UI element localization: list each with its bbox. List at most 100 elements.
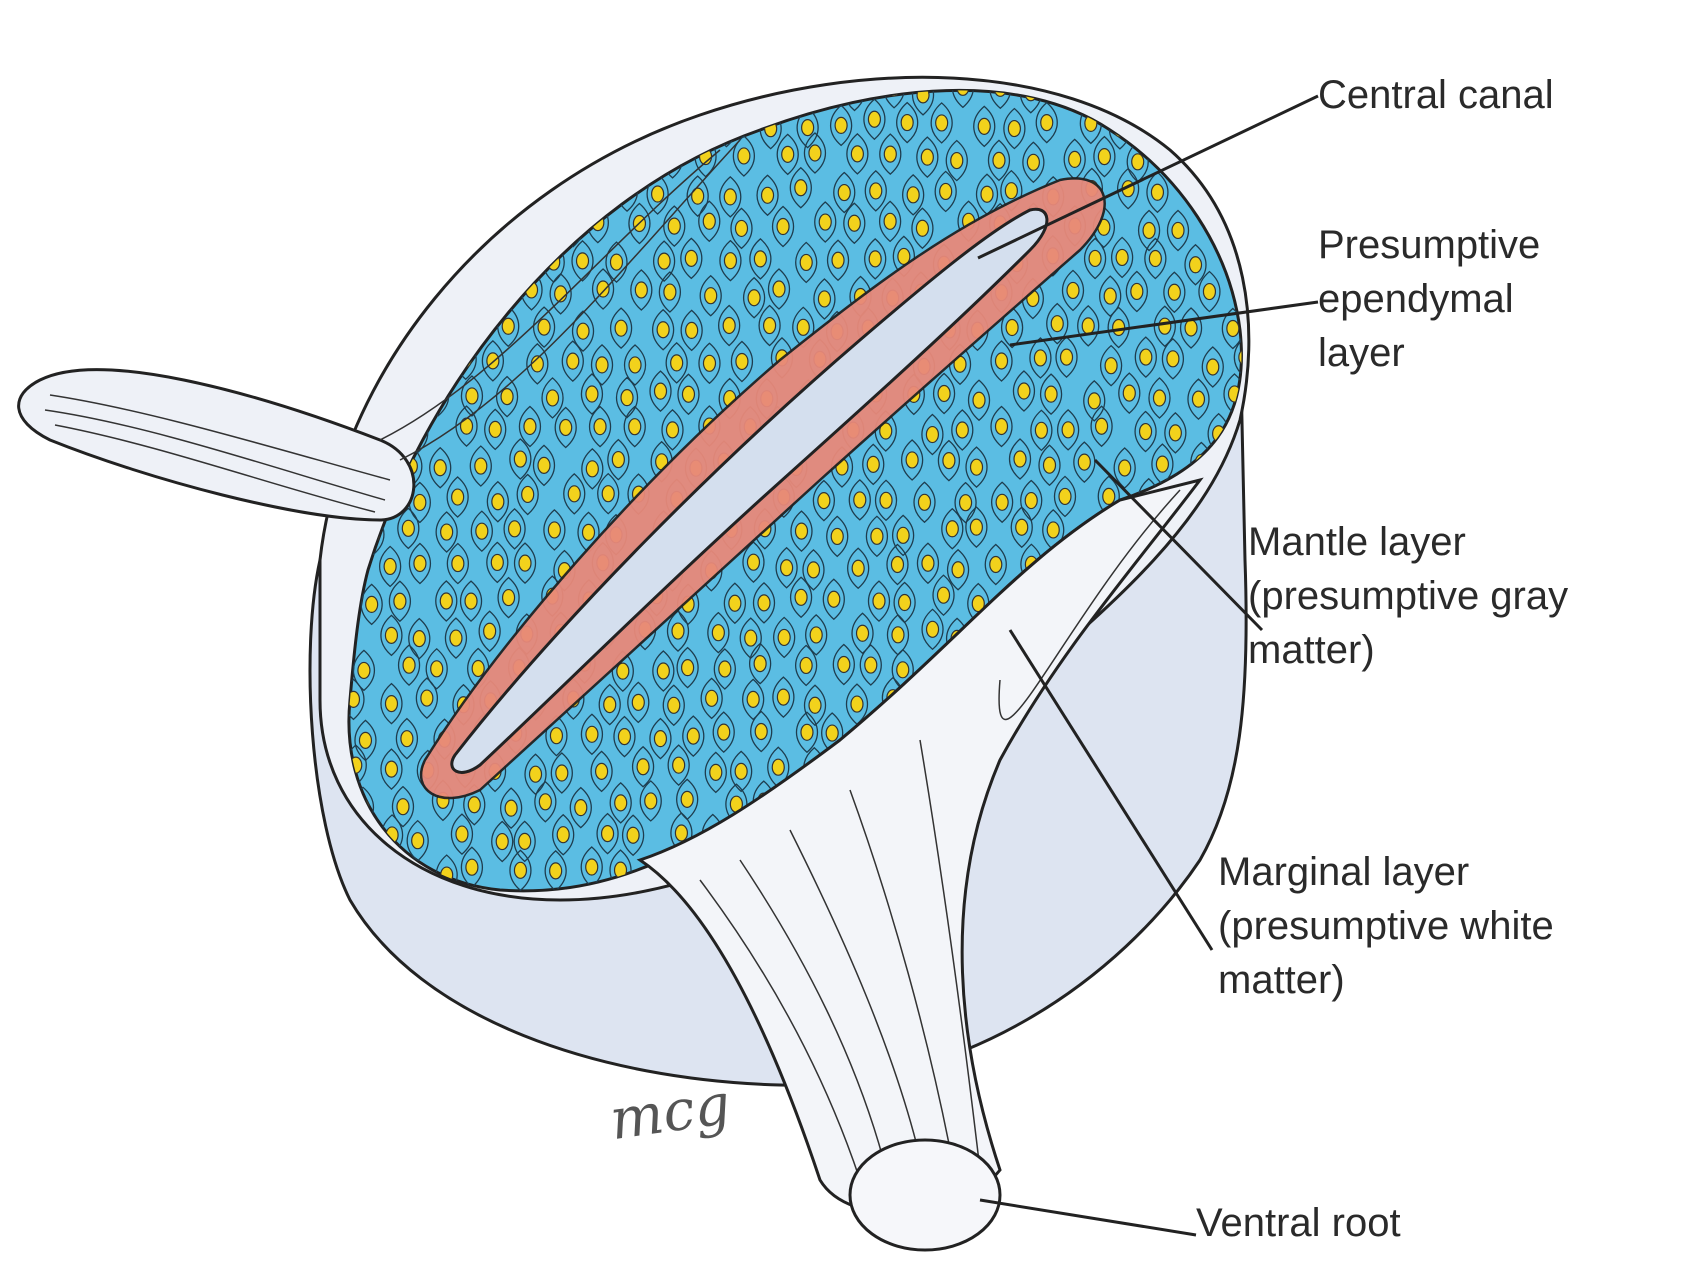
cell-nucleus [1239, 828, 1242, 847]
neuroepithelial-cell [504, 171, 528, 213]
neuroepithelial-cell [1184, 243, 1207, 286]
cell-nucleus [951, 561, 965, 579]
cell-nucleus [348, 90, 359, 100]
cell-nucleus [680, 790, 694, 808]
cell-nucleus [711, 624, 725, 642]
dorsal-root-bundle [17, 139, 741, 522]
neuroepithelial-cell [730, 207, 753, 250]
neuroepithelial-cell [1107, 306, 1130, 349]
neuroepithelial-cell [552, 813, 575, 856]
neuroepithelial-cell [517, 90, 540, 114]
ventral-root-bundle [636, 477, 1204, 1252]
cell-nucleus [523, 417, 537, 436]
neuroepithelial-cell [865, 515, 889, 558]
neuroepithelial-cell [658, 271, 682, 313]
cell-nucleus [504, 799, 518, 817]
cell-nucleus [734, 762, 748, 780]
cell-nucleus [428, 114, 442, 132]
cell-nucleus [684, 249, 698, 267]
neuroepithelial-cell [372, 207, 396, 250]
cell-nucleus [451, 554, 465, 573]
cell-nucleus [455, 825, 469, 843]
cell-nucleus [834, 116, 848, 135]
cell-nucleus [1172, 90, 1186, 96]
cell-nucleus [1087, 392, 1101, 410]
neuroepithelial-cell [1125, 270, 1148, 313]
neuroepithelial-cell [1061, 269, 1085, 312]
cell-nucleus [772, 280, 786, 298]
neuroepithelial-cell [789, 166, 812, 209]
neuroepithelial-cell [395, 243, 419, 286]
neuroepithelial-cell [592, 90, 615, 109]
cell-nucleus [779, 559, 794, 577]
cell-nucleus [400, 256, 414, 274]
neuroepithelial-cell [878, 200, 902, 243]
neuroepithelial-cell [526, 343, 549, 385]
neuroepithelial-cell [469, 445, 492, 487]
cell-nucleus [969, 458, 984, 476]
neuroepithelial-cell [916, 542, 940, 585]
neuroepithelial-cell [682, 715, 705, 757]
cell-nucleus [1088, 249, 1102, 268]
neuroepithelial-cell [639, 780, 662, 822]
neuroepithelial-cell [1099, 275, 1122, 317]
cell-nucleus [702, 212, 716, 230]
cell-nucleus [656, 662, 670, 680]
cell-nucleus [1066, 281, 1080, 300]
neuroepithelial-cell [357, 169, 380, 212]
neuroepithelial-cell [1246, 749, 1267, 789]
neuroepithelial-cell [486, 480, 509, 523]
cell-nucleus [635, 90, 649, 96]
cell-nucleus [837, 655, 851, 674]
neuroepithelial-cell [348, 133, 357, 176]
cell-nucleus [850, 695, 864, 713]
label-ventral-root: Ventral root [1196, 1196, 1401, 1250]
cell-nucleus [593, 418, 607, 436]
neuroepithelial-cell [802, 548, 825, 591]
cell-nucleus [578, 118, 592, 136]
cell-nucleus [663, 283, 677, 301]
neuroepithelial-cell [532, 444, 556, 487]
neuroepithelial-cell [652, 240, 676, 282]
neuroepithelial-cell [749, 238, 772, 280]
cell-nucleus [439, 592, 453, 610]
cell-nucleus [883, 212, 897, 230]
cell-nucleus [1059, 348, 1074, 366]
cell-nucleus [1184, 319, 1198, 337]
neuroepithelial-cell [609, 102, 633, 145]
cell-nucleus [459, 417, 474, 435]
cell-nucleus [522, 90, 536, 102]
cell-nucleus [1130, 282, 1144, 301]
neuroepithelial-cell [393, 99, 417, 141]
neuroepithelial-cell [513, 542, 537, 584]
neuroepithelial-cell [408, 617, 431, 660]
cell-nucleus [1102, 487, 1116, 506]
cell-nucleus [989, 555, 1003, 574]
neuroepithelial-cell [882, 90, 906, 109]
cell-nucleus [883, 145, 897, 163]
neuroepithelial-cell [430, 170, 454, 213]
neuroepithelial-cell [822, 578, 845, 621]
cell-nucleus [747, 289, 761, 307]
label-line: matter) [1218, 958, 1345, 1002]
cell-nucleus [915, 219, 930, 237]
neuroepithelial-cell [1253, 171, 1274, 211]
cell-nucleus [358, 731, 373, 749]
cell-nucleus [1042, 456, 1057, 474]
neuroepithelial-cell [1252, 311, 1273, 351]
cell-nucleus [809, 626, 823, 644]
cell-nucleus [744, 629, 758, 647]
cell-nucleus [830, 527, 844, 546]
neuroepithelial-cell [348, 678, 365, 721]
label-line: ependymal [1318, 277, 1514, 321]
central-canal [450, 207, 1049, 774]
cell-nucleus [363, 323, 377, 342]
neuroepithelial-cell [718, 304, 741, 347]
cell-nucleus [1131, 153, 1145, 171]
neuroepithelial-cell [590, 750, 613, 793]
neuroepithelial-cell [973, 105, 996, 148]
cell-nucleus [513, 113, 527, 131]
neuroepithelial-cell [391, 785, 415, 828]
neuroepithelial-cell [609, 307, 633, 350]
